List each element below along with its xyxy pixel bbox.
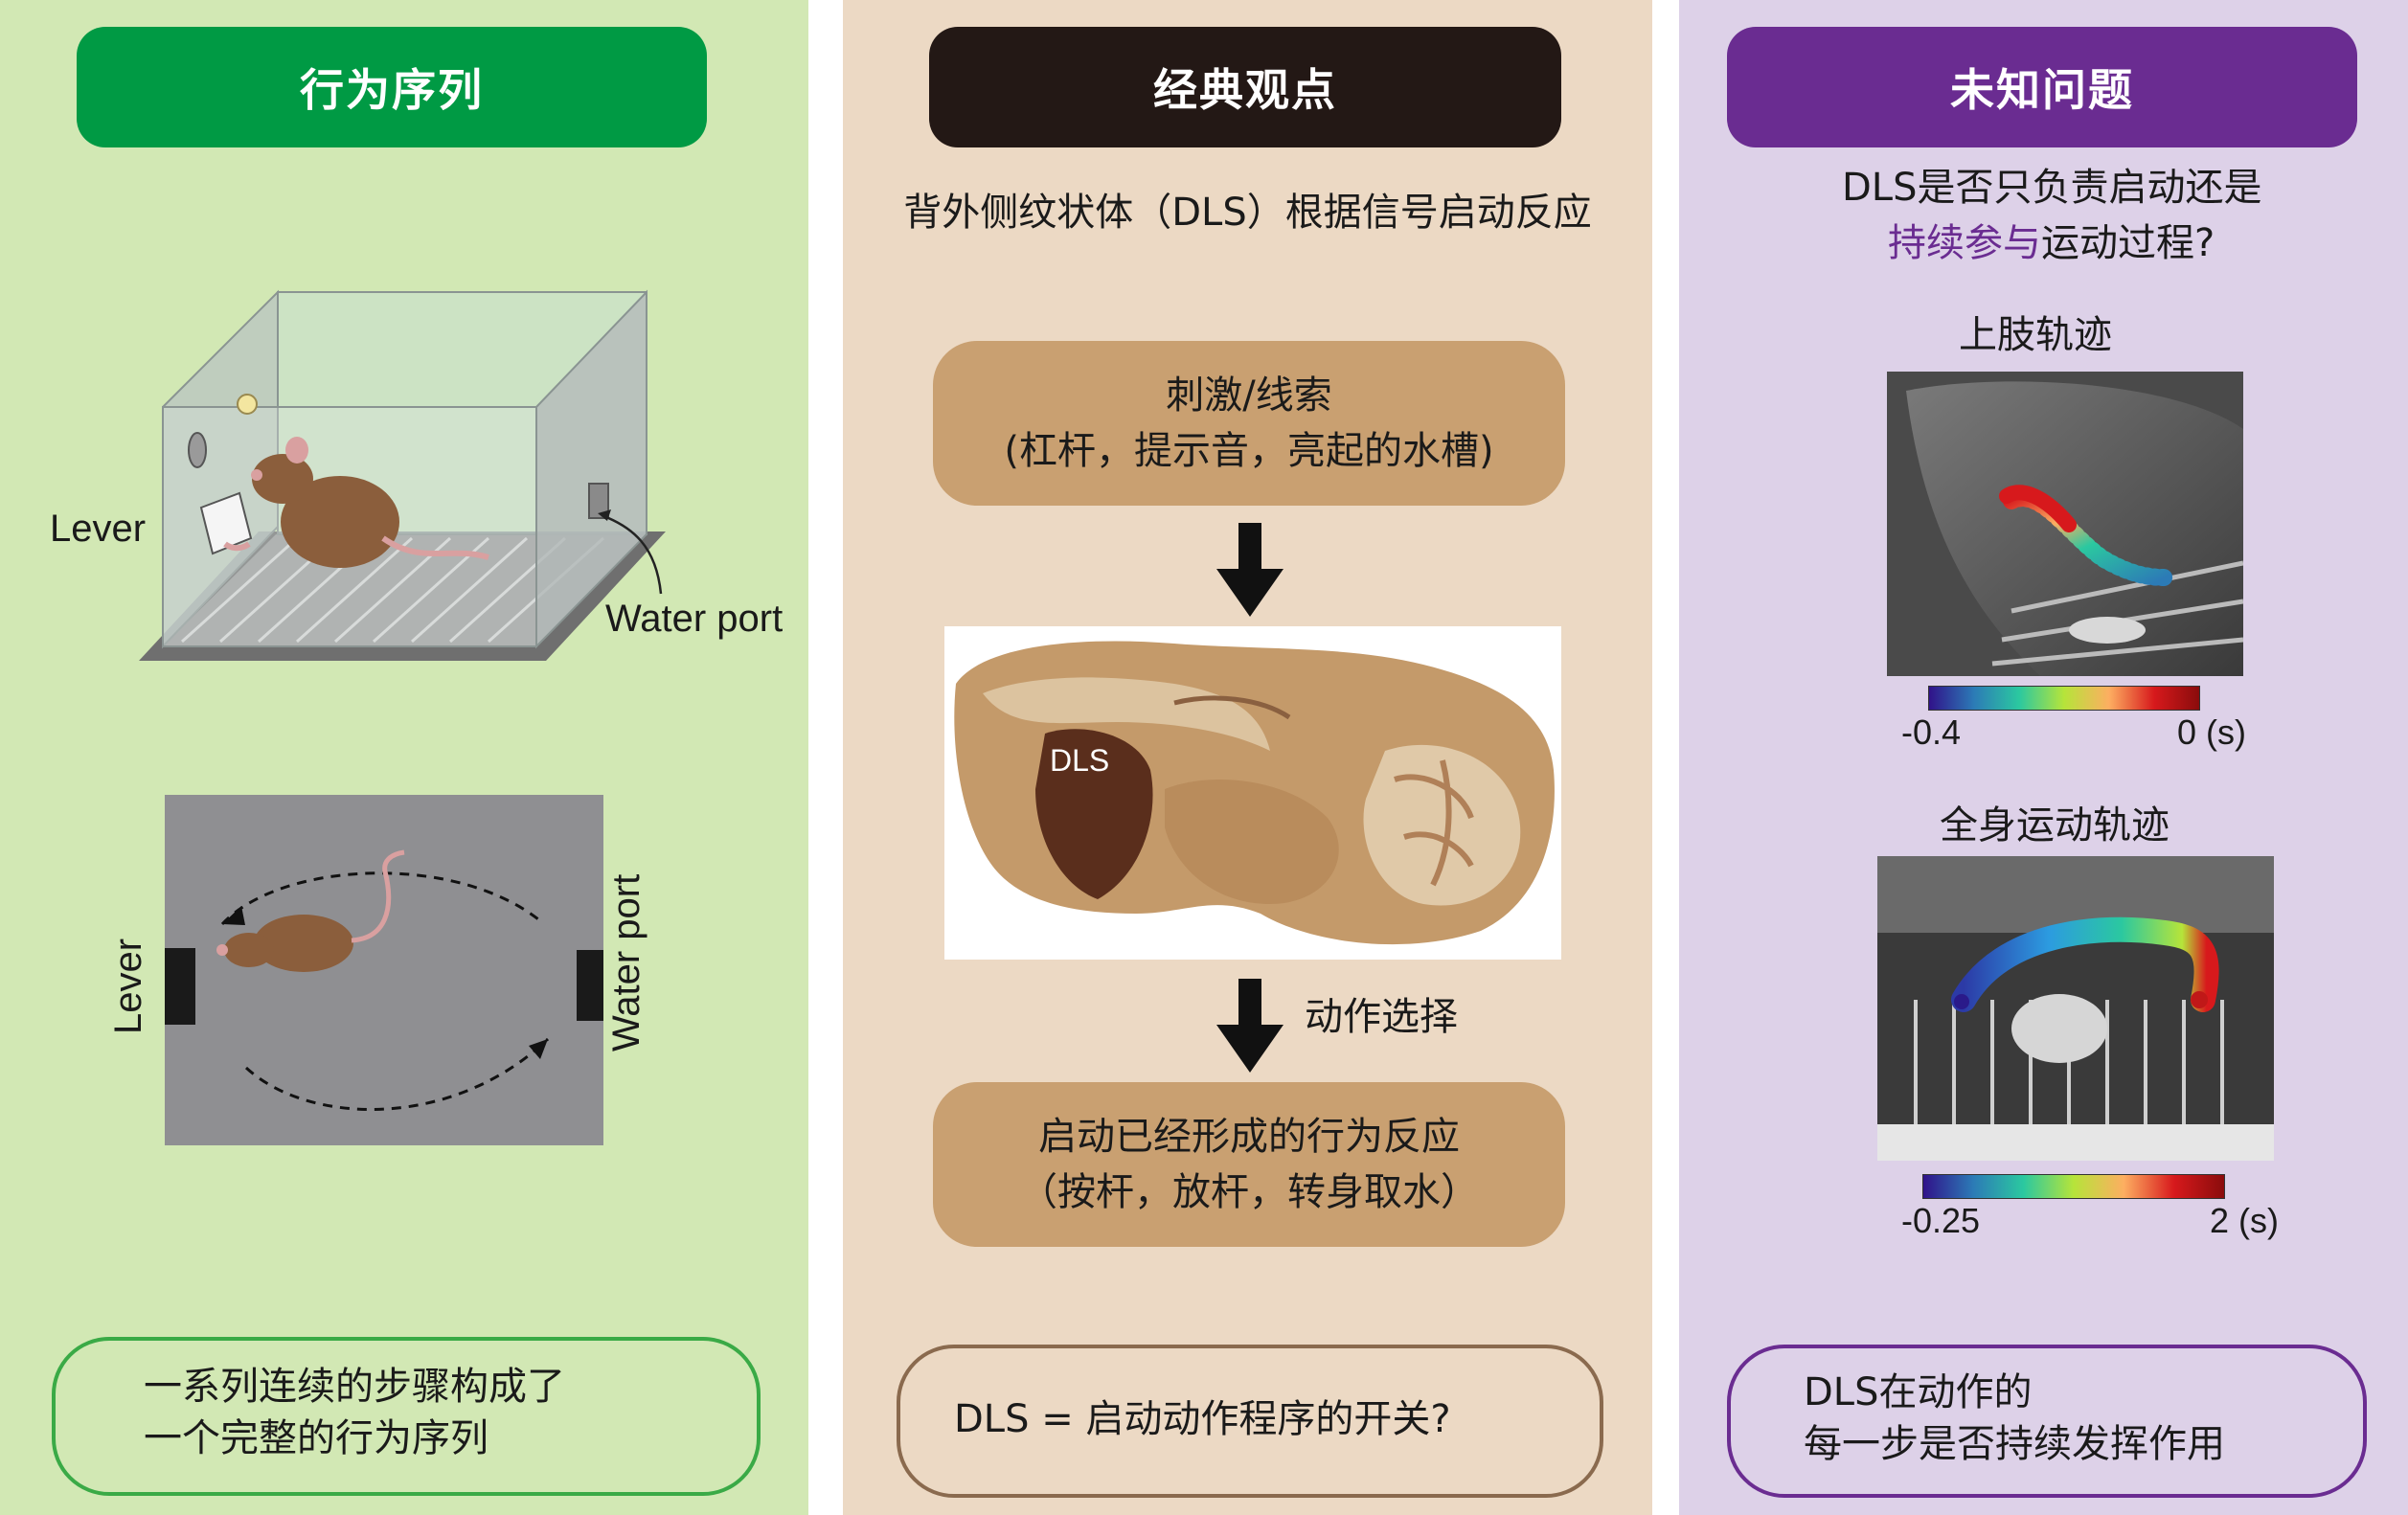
body-trajectory-title: 全身运动轨迹 [1940,803,2169,848]
summary-line-2: 一个完整的行为序列 [144,1416,488,1460]
limb-scale-min: -0.4 [1901,712,1962,752]
down-arrow-2 [1216,979,1284,1073]
stimulus-line-1: 刺激/线索 [1166,373,1332,418]
body-color-bar [1922,1174,2225,1199]
response-line-2: （按杆，放杆，转身取水） [1019,1170,1479,1214]
brain-section-drawing [954,641,1555,945]
top-view-rat-and-path [216,849,550,1111]
body-scale-max: 2 (s) [2210,1201,2279,1240]
summary-box-dls-switch: DLS = 启动动作程序的开关? [897,1345,1603,1498]
limb-scale-max: 0 (s) [2177,712,2246,752]
dls-subtitle: 背外侧纹状体（DLS）根据信号启动反应 [903,191,1592,235]
limb-trajectory-title: 上肢轨迹 [1959,313,2112,357]
question-highlight: 持续参与 [1888,221,2041,265]
limb-trajectory-image [1887,372,2243,676]
panel-unknown-question: 未知问题 DLS是否只负责启动还是 持续参与运动过程? 上肢轨迹 -0.4 [1679,0,2408,1515]
limb-trajectory-drawing [1887,372,2243,676]
header-classic-view: 经典观点 [929,27,1561,147]
water-port-pointer [598,509,663,595]
question-rest: 运动过程? [2041,221,2215,265]
header-behavior-sequence: 行为序列 [77,27,707,147]
water-port-block [577,950,603,1021]
summary-box-continuous-role: DLS在动作的 每一步是否持续发挥作用 [1727,1345,2367,1498]
summary-box-behavior: 一系列连续的步骤构成了 一个完整的行为序列 [52,1337,761,1496]
stimulus-box: 刺激/线索 (杠杆，提示音，亮起的水槽) [933,341,1565,506]
question-line-2: 持续参与运动过程? [1888,216,2215,270]
water-port-label-rotated: Water port [605,873,647,1051]
panel-classic-view: 经典观点 背外侧纹状体（DLS）根据信号启动反应 刺激/线索 (杠杆，提示音，亮… [843,0,1652,1515]
body-trajectory-image [1877,856,2274,1161]
continuous-role-line-1: DLS在动作的 [1804,1370,2033,1414]
dls-switch-question: DLS = 启动动作程序的开关? [954,1397,1451,1441]
response-box: 启动已经形成的行为反应 （按杆，放杆，转身取水） [933,1082,1565,1247]
brain-section-image: DLS [944,626,1561,960]
panel-behavior-sequence: 行为序列 Lever Water port [0,0,808,1515]
lever-block [165,948,195,1025]
summary-line-1: 一系列连续的步骤构成了 [144,1365,565,1409]
body-scale-min: -0.25 [1901,1201,1981,1240]
question-line-1: DLS是否只负责启动还是 [1842,166,2262,210]
stimulus-line-2: (杠杆，提示音，亮起的水槽) [1004,429,1494,473]
lever-label: Lever [50,508,147,550]
continuous-role-line-2: 每一步是否持续发挥作用 [1804,1422,2225,1466]
down-arrow-1 [1216,523,1284,617]
response-line-1: 启动已经形成的行为反应 [1038,1115,1460,1159]
water-port-label: Water port [605,598,784,640]
limb-color-bar [1928,686,2200,711]
arena-top-view [165,795,603,1145]
body-trajectory-drawing [1877,856,2274,1161]
action-selection-label: 动作选择 [1305,995,1458,1039]
dls-brain-label: DLS [1050,743,1110,778]
operant-chamber-illustration [139,289,666,661]
header-unknown-question: 未知问题 [1727,27,2357,147]
lever-label-rotated: Lever [107,938,149,1034]
